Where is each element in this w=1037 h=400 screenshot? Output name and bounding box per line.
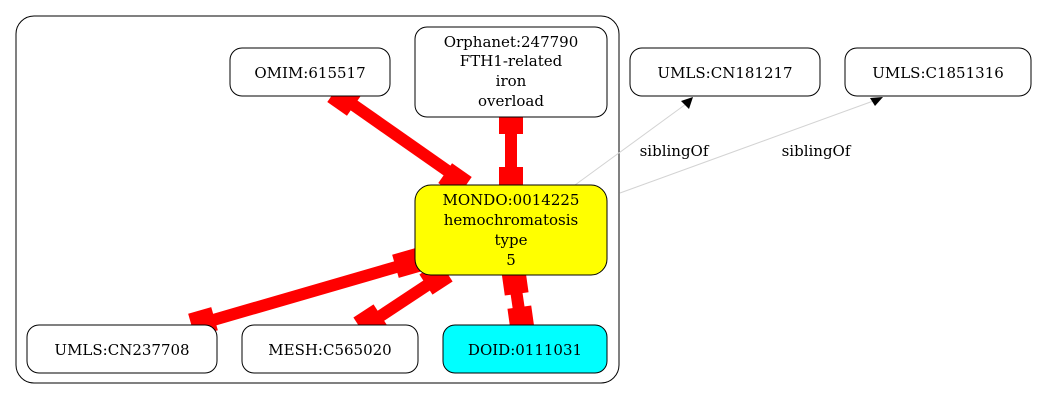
node-label: MONDO:0014225 xyxy=(443,191,580,209)
node-label: hemochromatosis xyxy=(444,211,578,229)
node-umls-c1851316[interactable]: UMLS:C1851316 xyxy=(844,47,1032,97)
node-mesh[interactable]: MESH:C565020 xyxy=(241,324,419,374)
node-label: MESH:C565020 xyxy=(268,341,391,359)
node-orphanet[interactable]: Orphanet:247790 FTH1-related iron overlo… xyxy=(414,26,608,118)
node-label: UMLS:CN181217 xyxy=(657,64,792,82)
node-label: 5 xyxy=(506,251,516,269)
node-umls-cn181217[interactable]: UMLS:CN181217 xyxy=(629,47,821,97)
edge-label-sibling-2: siblingOf xyxy=(782,142,852,160)
edge-mondo-doid xyxy=(501,268,535,333)
node-label: iron xyxy=(496,72,527,90)
node-mondo[interactable]: MONDO:0014225 hemochromatosis type 5 xyxy=(414,184,608,276)
edge-sibling-cn181217: siblingOf xyxy=(574,97,710,186)
edge-mondo-umls-cn237708 xyxy=(188,248,422,337)
edge-label-sibling-1: siblingOf xyxy=(640,142,710,160)
node-omim[interactable]: OMIM:615517 xyxy=(229,47,391,97)
cluster-boundary xyxy=(15,15,620,384)
node-label: UMLS:CN237708 xyxy=(54,341,189,359)
node-doid[interactable]: DOID:0111031 xyxy=(442,324,608,374)
node-label: overload xyxy=(478,92,544,110)
edge-sibling-c1851316: siblingOf xyxy=(619,97,883,194)
edge-orphanet-mondo xyxy=(499,112,523,189)
node-label: FTH1-related xyxy=(460,52,563,70)
node-label: type xyxy=(495,231,528,249)
node-umls-cn237708[interactable]: UMLS:CN237708 xyxy=(26,324,218,374)
node-label: DOID:0111031 xyxy=(468,341,582,359)
node-label: UMLS:C1851316 xyxy=(872,64,1004,82)
node-label: Orphanet:247790 xyxy=(444,33,579,51)
node-label: OMIM:615517 xyxy=(254,64,365,82)
